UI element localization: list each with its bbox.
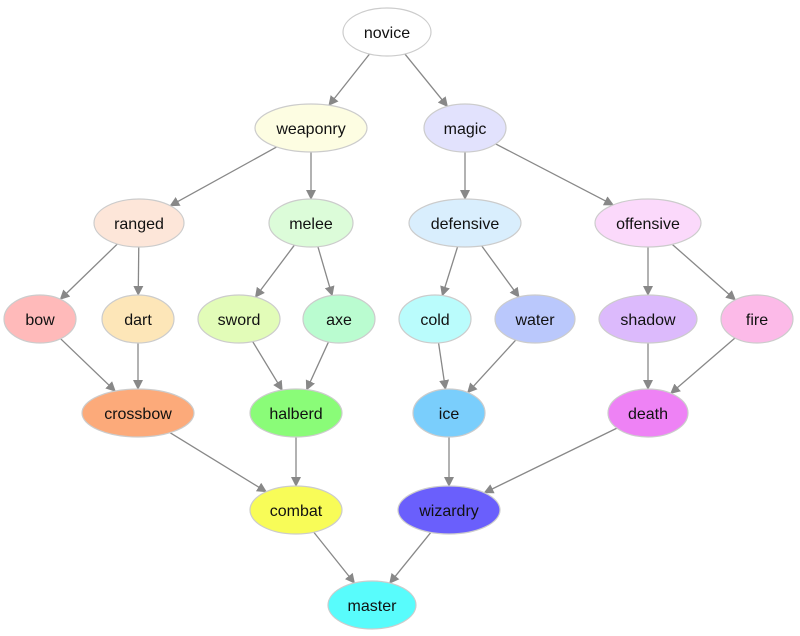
node-shape-death bbox=[607, 388, 689, 438]
node-axe[interactable]: axe bbox=[302, 294, 376, 344]
node-label-wizardry: wizardry bbox=[418, 503, 479, 520]
node-label-novice: novice bbox=[364, 25, 410, 42]
node-magic[interactable]: magic bbox=[423, 103, 507, 153]
node-shape-bow bbox=[3, 294, 77, 344]
edges bbox=[59, 53, 737, 584]
node-wizardry[interactable]: wizardry bbox=[397, 485, 501, 535]
node-label-death: death bbox=[628, 406, 668, 423]
node-shape-defensive bbox=[408, 198, 522, 248]
node-shape-master bbox=[327, 580, 417, 630]
edge-ranged-to-dart bbox=[133, 246, 144, 297]
node-shape-fire bbox=[720, 294, 794, 344]
node-shape-dart bbox=[101, 294, 175, 344]
edge-combat-to-master bbox=[313, 531, 356, 584]
node-cold[interactable]: cold bbox=[398, 294, 472, 344]
node-shape-magic bbox=[423, 103, 507, 153]
edge-ranged-to-bow bbox=[59, 243, 118, 300]
edge-novice-to-magic bbox=[404, 53, 449, 108]
node-shape-melee bbox=[268, 198, 354, 248]
edge-crossbow-to-combat bbox=[169, 432, 268, 493]
node-label-shadow: shadow bbox=[620, 312, 676, 329]
node-label-combat: combat bbox=[270, 503, 323, 520]
node-label-master: master bbox=[348, 598, 398, 615]
node-ice[interactable]: ice bbox=[412, 388, 486, 438]
node-shape-combat bbox=[249, 485, 343, 535]
edge-bow-to-crossbow bbox=[60, 338, 116, 392]
edge-melee-to-axe bbox=[317, 246, 335, 297]
node-shape-axe bbox=[302, 294, 376, 344]
node-shape-shadow bbox=[598, 294, 698, 344]
node-shape-weaponry bbox=[254, 103, 368, 153]
node-combat[interactable]: combat bbox=[249, 485, 343, 535]
edge-weaponry-to-ranged bbox=[169, 146, 277, 207]
node-weaponry[interactable]: weaponry bbox=[254, 103, 368, 153]
node-dart[interactable]: dart bbox=[101, 294, 175, 344]
node-shape-ice bbox=[412, 388, 486, 438]
node-label-ice: ice bbox=[439, 406, 460, 423]
node-water[interactable]: water bbox=[494, 294, 576, 344]
node-label-cold: cold bbox=[420, 312, 449, 329]
node-label-magic: magic bbox=[444, 121, 487, 138]
node-sword[interactable]: sword bbox=[197, 294, 281, 344]
node-shape-ranged bbox=[93, 198, 185, 248]
node-label-melee: melee bbox=[289, 216, 333, 233]
edge-offensive-to-fire bbox=[671, 243, 737, 301]
edge-wizardry-to-master bbox=[389, 532, 432, 584]
node-ranged[interactable]: ranged bbox=[93, 198, 185, 248]
node-label-crossbow: crossbow bbox=[104, 406, 172, 423]
node-label-sword: sword bbox=[218, 312, 261, 329]
edge-defensive-to-water bbox=[481, 245, 520, 298]
node-halberd[interactable]: halberd bbox=[249, 388, 343, 438]
edge-melee-to-sword bbox=[254, 244, 295, 298]
edge-water-to-ice bbox=[467, 339, 517, 394]
node-shape-halberd bbox=[249, 388, 343, 438]
node-master[interactable]: master bbox=[327, 580, 417, 630]
edge-novice-to-weaponry bbox=[328, 53, 371, 107]
edge-defensive-to-cold bbox=[440, 246, 459, 297]
node-shadow[interactable]: shadow bbox=[598, 294, 698, 344]
node-shape-water bbox=[494, 294, 576, 344]
node-label-water: water bbox=[514, 312, 555, 329]
node-shape-wizardry bbox=[397, 485, 501, 535]
node-label-dart: dart bbox=[124, 312, 152, 329]
node-label-halberd: halberd bbox=[269, 406, 322, 423]
node-label-offensive: offensive bbox=[616, 216, 680, 233]
node-offensive[interactable]: offensive bbox=[594, 198, 702, 248]
node-novice[interactable]: novice bbox=[342, 7, 432, 57]
node-label-weaponry: weaponry bbox=[275, 121, 345, 138]
node-crossbow[interactable]: crossbow bbox=[81, 388, 195, 438]
node-shape-sword bbox=[197, 294, 281, 344]
node-death[interactable]: death bbox=[607, 388, 689, 438]
edge-axe-to-halberd bbox=[305, 341, 330, 391]
node-label-axe: axe bbox=[326, 312, 352, 329]
edge-death-to-wizardry bbox=[483, 427, 618, 494]
edge-sword-to-halberd bbox=[252, 341, 283, 391]
node-label-fire: fire bbox=[746, 312, 768, 329]
node-melee[interactable]: melee bbox=[268, 198, 354, 248]
nodes: novice weaponry magic ranged melee defensive o… bbox=[3, 7, 794, 630]
node-shape-crossbow bbox=[81, 388, 195, 438]
node-label-ranged: ranged bbox=[114, 216, 164, 233]
node-shape-offensive bbox=[594, 198, 702, 248]
node-shape-cold bbox=[398, 294, 472, 344]
edge-fire-to-death bbox=[670, 337, 736, 394]
node-label-bow: bow bbox=[25, 312, 55, 329]
node-label-defensive: defensive bbox=[431, 216, 500, 233]
node-fire[interactable]: fire bbox=[720, 294, 794, 344]
edge-cold-to-ice bbox=[437, 342, 450, 391]
node-bow[interactable]: bow bbox=[3, 294, 77, 344]
edge-magic-to-offensive bbox=[495, 143, 615, 206]
node-shape-novice bbox=[342, 7, 432, 57]
node-defensive[interactable]: defensive bbox=[408, 198, 522, 248]
